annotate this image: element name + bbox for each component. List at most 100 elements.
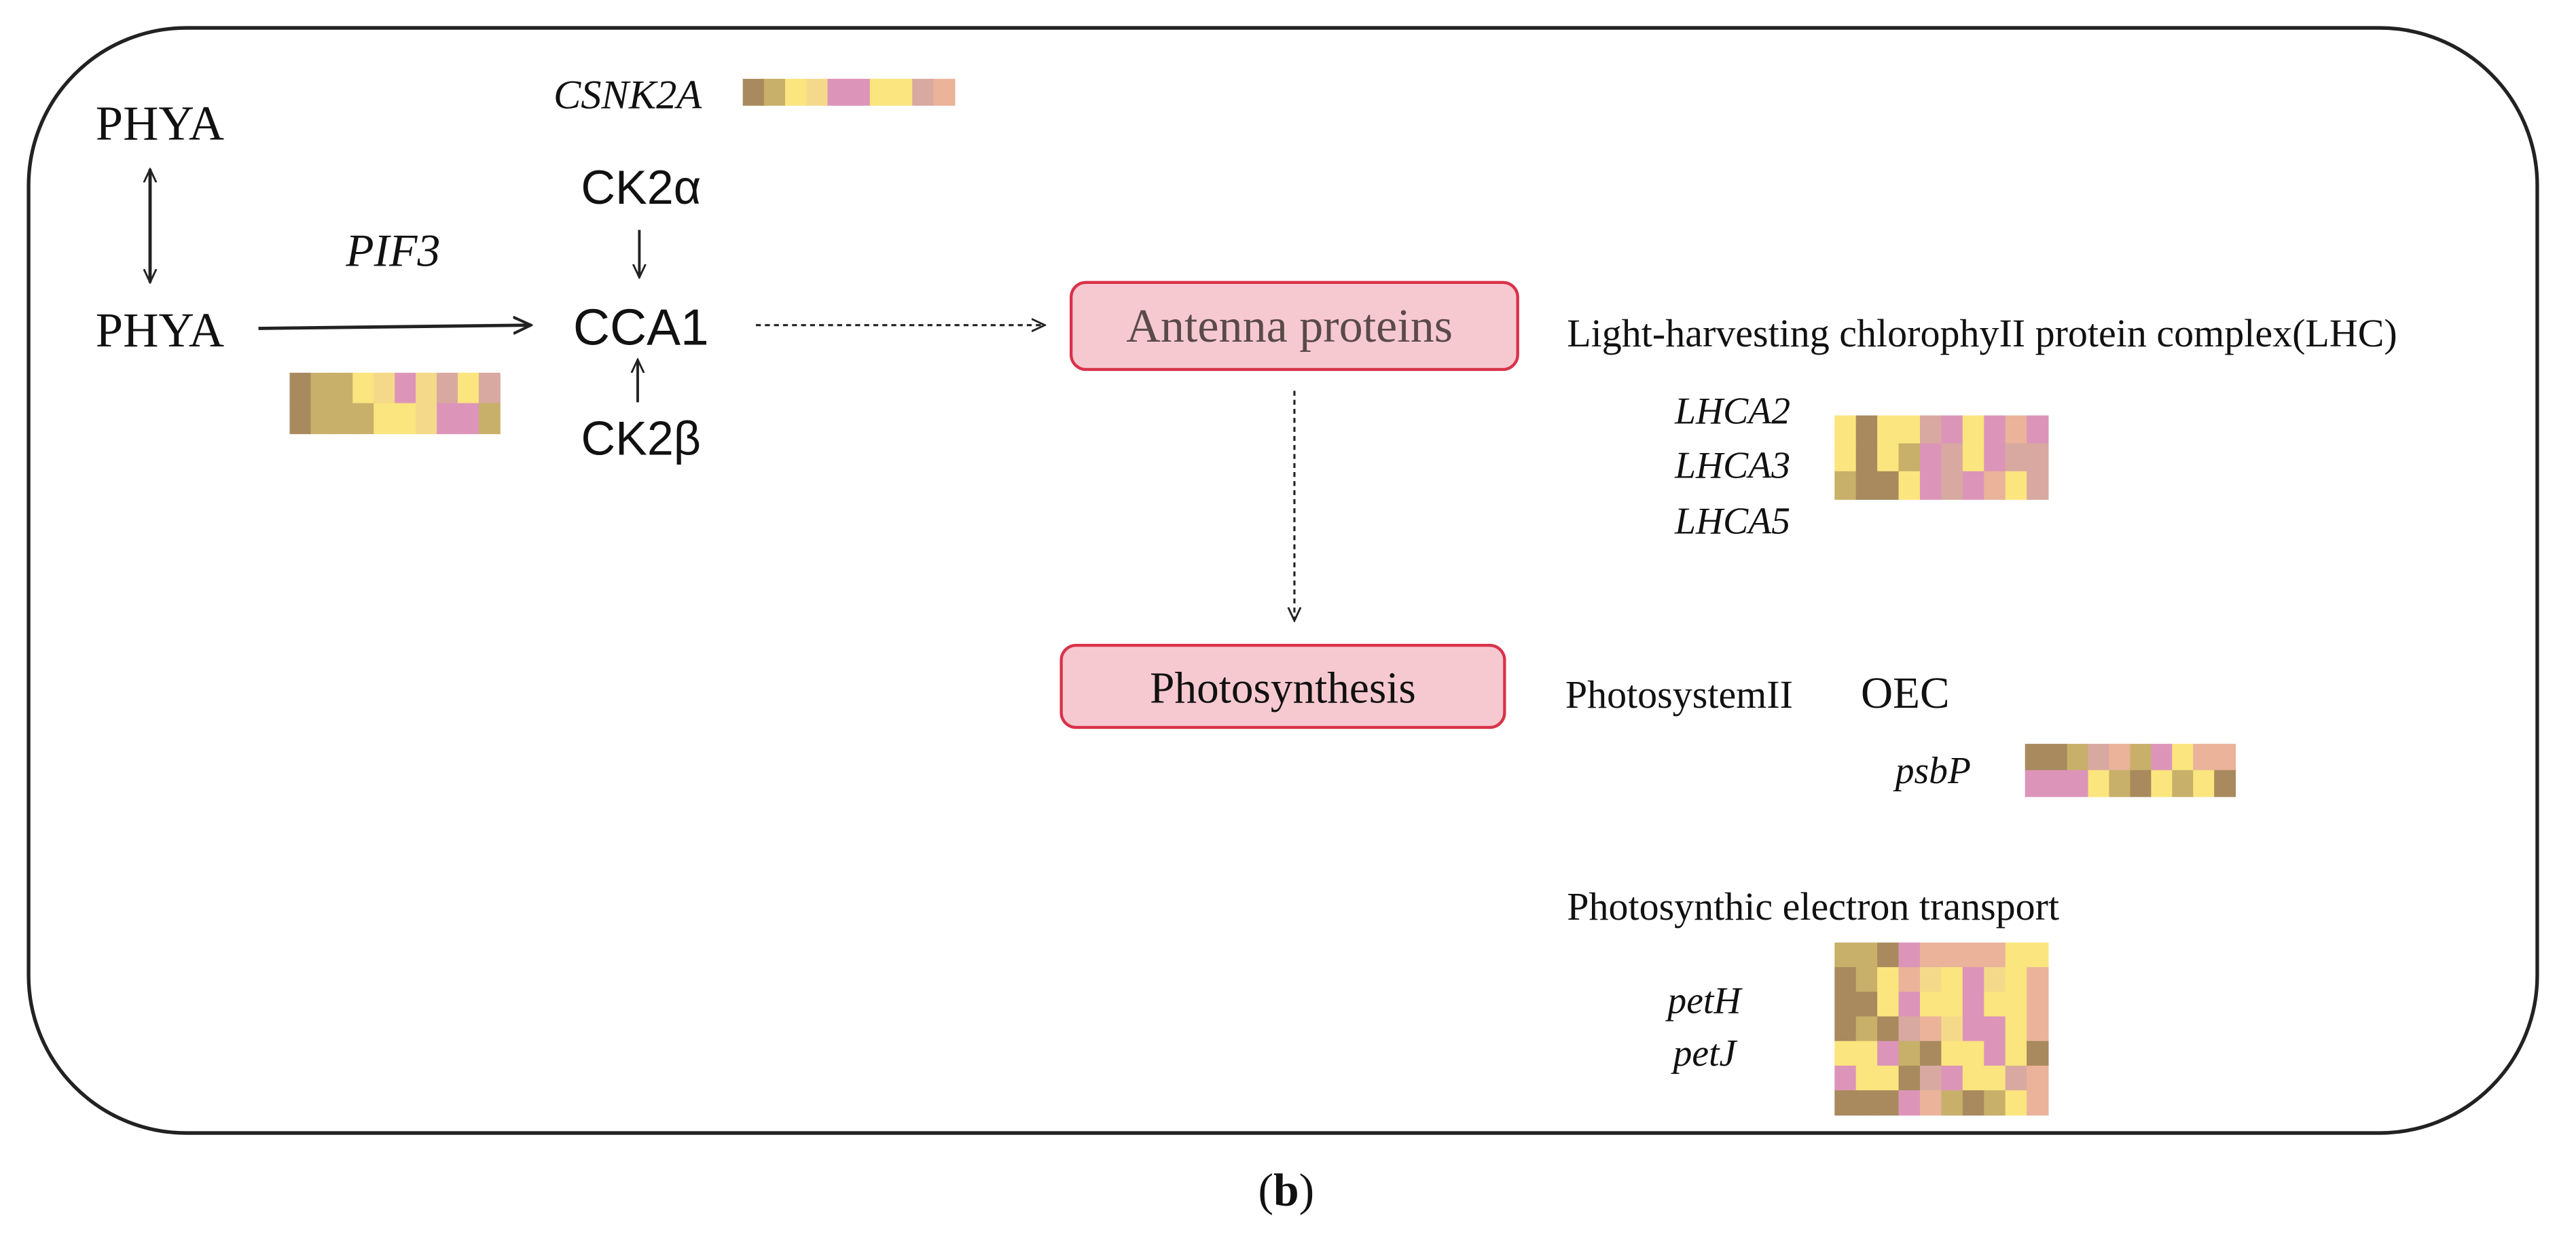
lhca-heatmap-cell bbox=[1984, 443, 2006, 472]
pif3-heatmap-cell bbox=[352, 403, 375, 435]
psbp-heatmap-cell bbox=[2025, 744, 2047, 771]
pet-heatmap-cell bbox=[1941, 942, 1964, 968]
csnk2a-heatmap-cell bbox=[785, 79, 808, 106]
psbp-heatmap-cell bbox=[2214, 770, 2236, 797]
photosynthesis-box bbox=[1059, 643, 1506, 729]
pet-heatmap-cell bbox=[1834, 992, 1857, 1017]
cca1-label: CCA1 bbox=[573, 299, 709, 356]
peth-gene-label: petH bbox=[1665, 980, 1743, 1022]
pet-heatmap-cell bbox=[1855, 1041, 1879, 1066]
pet-heatmap-cell bbox=[1898, 1065, 1921, 1092]
lhca-heatmap-cell bbox=[1963, 471, 1985, 500]
pet-heatmap-cell bbox=[1920, 1065, 1942, 1092]
pif3-heatmap-cell bbox=[479, 372, 501, 404]
csnk2a-heatmap-cell bbox=[891, 79, 913, 106]
phya-bottom-label: PHYA bbox=[96, 302, 224, 357]
pet-heatmap-cell bbox=[1941, 1090, 1964, 1116]
pet-heatmap-cell bbox=[1963, 1041, 1985, 1066]
psbp-heatmap-cell bbox=[2151, 770, 2173, 797]
oec-heading: OEC bbox=[1861, 669, 1950, 718]
pet-heatmap-cell bbox=[2027, 1041, 2049, 1066]
pet-heatmap-cell bbox=[1941, 967, 1964, 993]
pet-heatmap-cell bbox=[1855, 992, 1879, 1017]
phya-top-label: PHYA bbox=[96, 95, 224, 150]
csnk2a-heatmap-cell bbox=[933, 79, 956, 106]
pet-heatmap-cell bbox=[1984, 967, 2006, 993]
pif3-heatmap-cell bbox=[416, 372, 438, 404]
pet-heatmap-cell bbox=[1920, 1090, 1942, 1116]
pet-heatmap-cell bbox=[2027, 1090, 2049, 1116]
psbp-heatmap-cell bbox=[2046, 744, 2068, 771]
pet-heatmap-cell bbox=[1877, 1065, 1900, 1092]
psbp-heatmap bbox=[2025, 744, 2236, 797]
pet-heatmap-cell bbox=[1877, 942, 1900, 968]
pet-heatmap-cell bbox=[1834, 1065, 1857, 1092]
csnk2a-heatmap-cell bbox=[912, 79, 935, 106]
pet-heatmap-cell bbox=[1920, 992, 1942, 1017]
pet-heatmap-cell bbox=[2005, 942, 2028, 968]
pif3-heatmap-cell bbox=[352, 372, 375, 404]
pet-heatmap-cell bbox=[1984, 1090, 2006, 1116]
antenna-proteins-label: Antenna proteins bbox=[1127, 300, 1453, 353]
pet-heatmap-cell bbox=[1898, 1090, 1921, 1116]
lhca-heatmap-cell bbox=[1920, 471, 1942, 500]
pif3-heatmap-cell bbox=[374, 403, 396, 435]
antenna-proteins-box bbox=[1070, 281, 1520, 372]
pet-heatmap-cell bbox=[2027, 942, 2049, 968]
pet-heatmap-cell bbox=[1963, 1090, 1985, 1116]
lhca-heatmap-cell bbox=[1963, 415, 1985, 444]
lhca-heatmap-cell bbox=[1984, 471, 2006, 500]
pet-heatmap-cell bbox=[1855, 942, 1879, 968]
pif3-heatmap bbox=[289, 372, 501, 435]
pet-heatmap-cell bbox=[1877, 967, 1900, 993]
lhca-heatmap-cell bbox=[1855, 415, 1879, 444]
pet-heatmap-cell bbox=[1877, 1016, 1900, 1042]
pet-heatmap-cell bbox=[1898, 1016, 1921, 1042]
pet-heatmap-cell bbox=[1984, 992, 2006, 1017]
pet-heatmap-cell bbox=[1984, 942, 2006, 968]
pet-heatmap-cell bbox=[1941, 992, 1964, 1017]
pet-heatmap-cell bbox=[1855, 1090, 1879, 1116]
lhca2-gene-label: LHCA2 bbox=[1674, 391, 1790, 433]
outer-border bbox=[26, 26, 2539, 1135]
lhca-heatmap-cell bbox=[1920, 415, 1942, 444]
lhca-heatmap-cell bbox=[1855, 471, 1879, 500]
psbp-heatmap-cell bbox=[2193, 744, 2215, 771]
pet-heatmap-cell bbox=[1963, 1065, 1985, 1092]
ck2-beta-label: CK2β bbox=[581, 412, 702, 465]
pif3-heatmap-cell bbox=[289, 372, 312, 404]
lhca-heatmap-cell bbox=[1898, 415, 1921, 444]
pet-heatmap-cell bbox=[2005, 1041, 2028, 1066]
pet-heatmap-cell bbox=[2005, 992, 2028, 1017]
pet-heatmap-cell bbox=[1963, 992, 1985, 1017]
csnk2a-heatmap bbox=[742, 79, 956, 106]
pif3-heatmap-cell bbox=[374, 372, 396, 404]
lhca3-gene-label: LHCA3 bbox=[1674, 444, 1790, 486]
lhca-heatmap-cell bbox=[1855, 443, 1879, 472]
pif3-heatmap-cell bbox=[289, 403, 312, 435]
pet-heatmap-cell bbox=[1834, 1016, 1857, 1042]
lhca-heatmap-cell bbox=[2005, 415, 2028, 444]
lhca-heatmap-cell bbox=[2027, 443, 2049, 472]
csnk2a-heatmap-cell bbox=[806, 79, 829, 106]
pif3-heatmap-cell bbox=[395, 403, 417, 435]
photosystem-ii-heading: PhotosystemII bbox=[1565, 672, 1793, 717]
pif3-gene-label: PIF3 bbox=[345, 226, 440, 276]
electron-transport-heading: Photosynthic electron transport bbox=[1567, 884, 2059, 929]
pet-heatmap-cell bbox=[1898, 992, 1921, 1017]
pet-heatmap-cell bbox=[1920, 942, 1942, 968]
pet-heatmap-cell bbox=[1834, 942, 1857, 968]
lhca-heatmap bbox=[1834, 415, 2049, 500]
lhca-heatmap-cell bbox=[1963, 443, 1985, 472]
psbp-gene-label: psbP bbox=[1893, 750, 1971, 792]
lhca-heatmap-cell bbox=[1920, 443, 1942, 472]
pet-heatmap-cell bbox=[1898, 967, 1921, 993]
psbp-heatmap-cell bbox=[2025, 770, 2047, 797]
lhca-heatmap-cell bbox=[2027, 415, 2049, 444]
pet-heatmap-cell bbox=[2027, 967, 2049, 993]
psbp-heatmap-cell bbox=[2130, 770, 2152, 797]
pet-heatmap-cell bbox=[1898, 1041, 1921, 1066]
pet-heatmap-cell bbox=[1963, 1016, 1985, 1042]
